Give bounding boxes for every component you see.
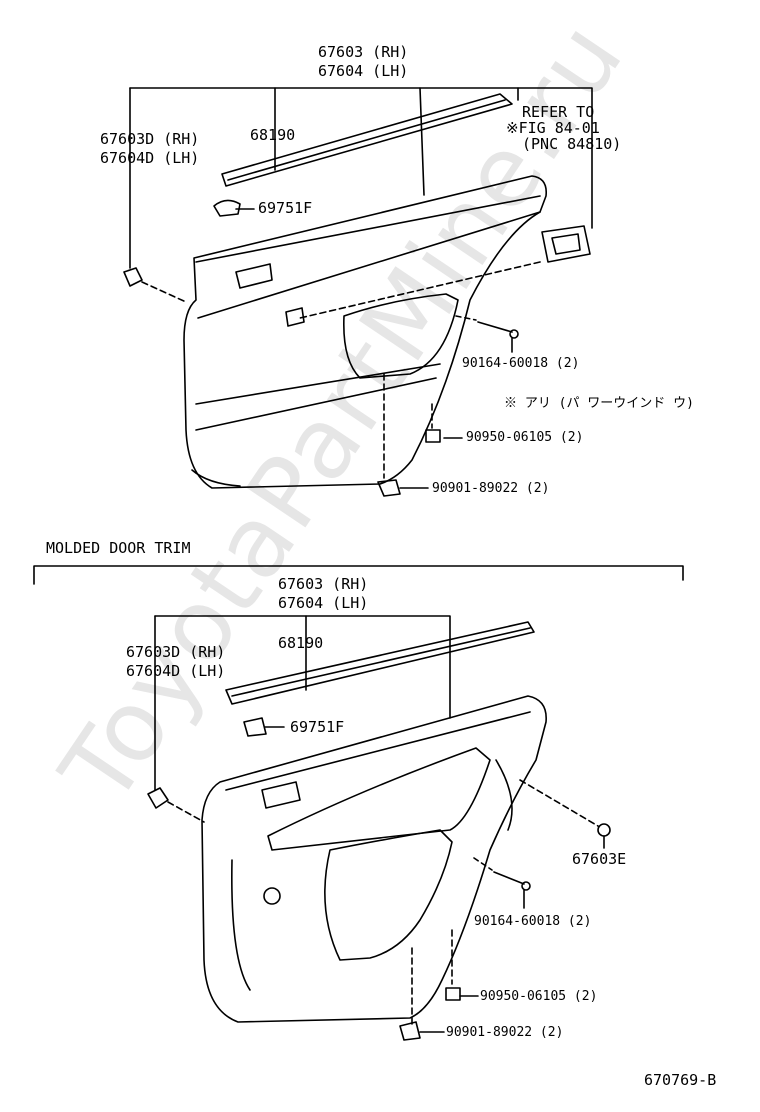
bottom-callout-90950: 90950-06105 (2) (480, 989, 598, 1004)
bottom-screw-head (521, 881, 531, 891)
bottom-dash-67603e (519, 779, 599, 827)
top-callout-67604d-lh: 67604D (LH) (100, 149, 200, 167)
top-switch-bezel (541, 225, 591, 263)
top-callout-68190: 68190 (250, 126, 296, 144)
top-callout-67603d-rh: 67603D (RH) (100, 130, 200, 148)
bottom-leader-bracket (154, 615, 451, 719)
section-separator-bracket (33, 565, 684, 585)
bottom-cap-90950 (445, 987, 461, 1001)
top-callout-67604-lh: 67604 (LH) (318, 62, 409, 80)
bottom-door-panel-outline (201, 695, 547, 1023)
bottom-callout-67604d-lh: 67604D (LH) (126, 662, 226, 680)
bottom-callout-67604-lh: 67604 (LH) (278, 594, 369, 612)
bottom-callout-67603e: 67603E (572, 850, 627, 868)
top-refer-line1: REFER TO (522, 103, 595, 121)
top-leader-bracket (129, 87, 593, 229)
top-panel-belt-line (197, 211, 541, 319)
top-callout-67603-rh: 67603 (RH) (318, 43, 409, 61)
figure-id: 670769-B (644, 1071, 717, 1089)
top-clip-90901 (377, 479, 401, 497)
bottom-callout-67603d-rh: 67603D (RH) (126, 643, 226, 661)
top-trim-line-2 (195, 377, 437, 431)
bottom-callout-90901: 90901-89022 (2) (446, 1025, 564, 1040)
bottom-panel-contour (231, 859, 251, 991)
top-switch-opening (551, 233, 581, 255)
bottom-lower-pocket (324, 829, 453, 961)
top-screw-head (509, 329, 519, 339)
bottom-screw-shaft (493, 871, 525, 885)
top-clip-69751f (213, 199, 241, 217)
top-dash-screw (455, 315, 477, 321)
bottom-weatherstrip (225, 621, 535, 705)
top-callout-90164: 90164-60018 (2) (462, 356, 580, 371)
bottom-dash-67603d (167, 801, 205, 823)
top-armrest (343, 293, 459, 379)
top-weatherstrip (221, 93, 513, 187)
top-switch-mount (285, 307, 305, 327)
top-note-power-window: ※ アリ (パ ワーウインド ウ) (504, 396, 694, 411)
top-panel-upper-edge (195, 195, 541, 263)
bottom-clip-67603d (147, 787, 169, 809)
top-dash-67603d (141, 281, 187, 303)
section-heading-molded-door-trim: MOLDED DOOR TRIM (46, 539, 191, 557)
bottom-panel-rear-contour (495, 759, 513, 831)
bottom-armrest-pocket (267, 747, 491, 851)
bottom-dash-screw (473, 857, 493, 871)
bottom-weatherstrip-groove (231, 627, 531, 697)
bottom-clip-69751f (243, 717, 267, 737)
bottom-callout-68190: 68190 (278, 634, 324, 652)
top-callout-90950: 90950-06105 (2) (466, 430, 584, 445)
top-weatherstrip-groove (227, 99, 506, 181)
top-refer-line3: (PNC 84810) (522, 135, 622, 153)
bottom-handle-hole (263, 887, 281, 905)
top-callout-69751f: 69751F (258, 199, 313, 217)
top-dash-switch (299, 261, 541, 319)
bottom-callout-90164: 90164-60018 (2) (474, 914, 592, 929)
top-refer-line2: ※FIG 84-01 (506, 119, 600, 137)
bottom-callout-69751f: 69751F (290, 718, 345, 736)
bottom-callout-67603-rh: 67603 (RH) (278, 575, 369, 593)
bottom-door-trim-group (147, 615, 611, 1041)
bottom-clip-90901 (399, 1021, 421, 1041)
bottom-clip-67603e (597, 823, 611, 837)
top-leader-67603 (419, 87, 425, 196)
top-callout-90901: 90901-89022 (2) (432, 481, 550, 496)
top-screw-shaft (477, 321, 513, 333)
top-panel-bottom-curve (191, 469, 241, 487)
top-clip-67603d (123, 267, 143, 287)
top-trim-line-1 (195, 363, 441, 405)
top-cap-90950 (425, 429, 441, 443)
bottom-panel-upper-edge (225, 711, 531, 791)
bottom-inner-handle-bezel (261, 781, 301, 809)
top-door-trim-group (123, 87, 593, 497)
top-inner-handle-bezel (235, 263, 273, 289)
